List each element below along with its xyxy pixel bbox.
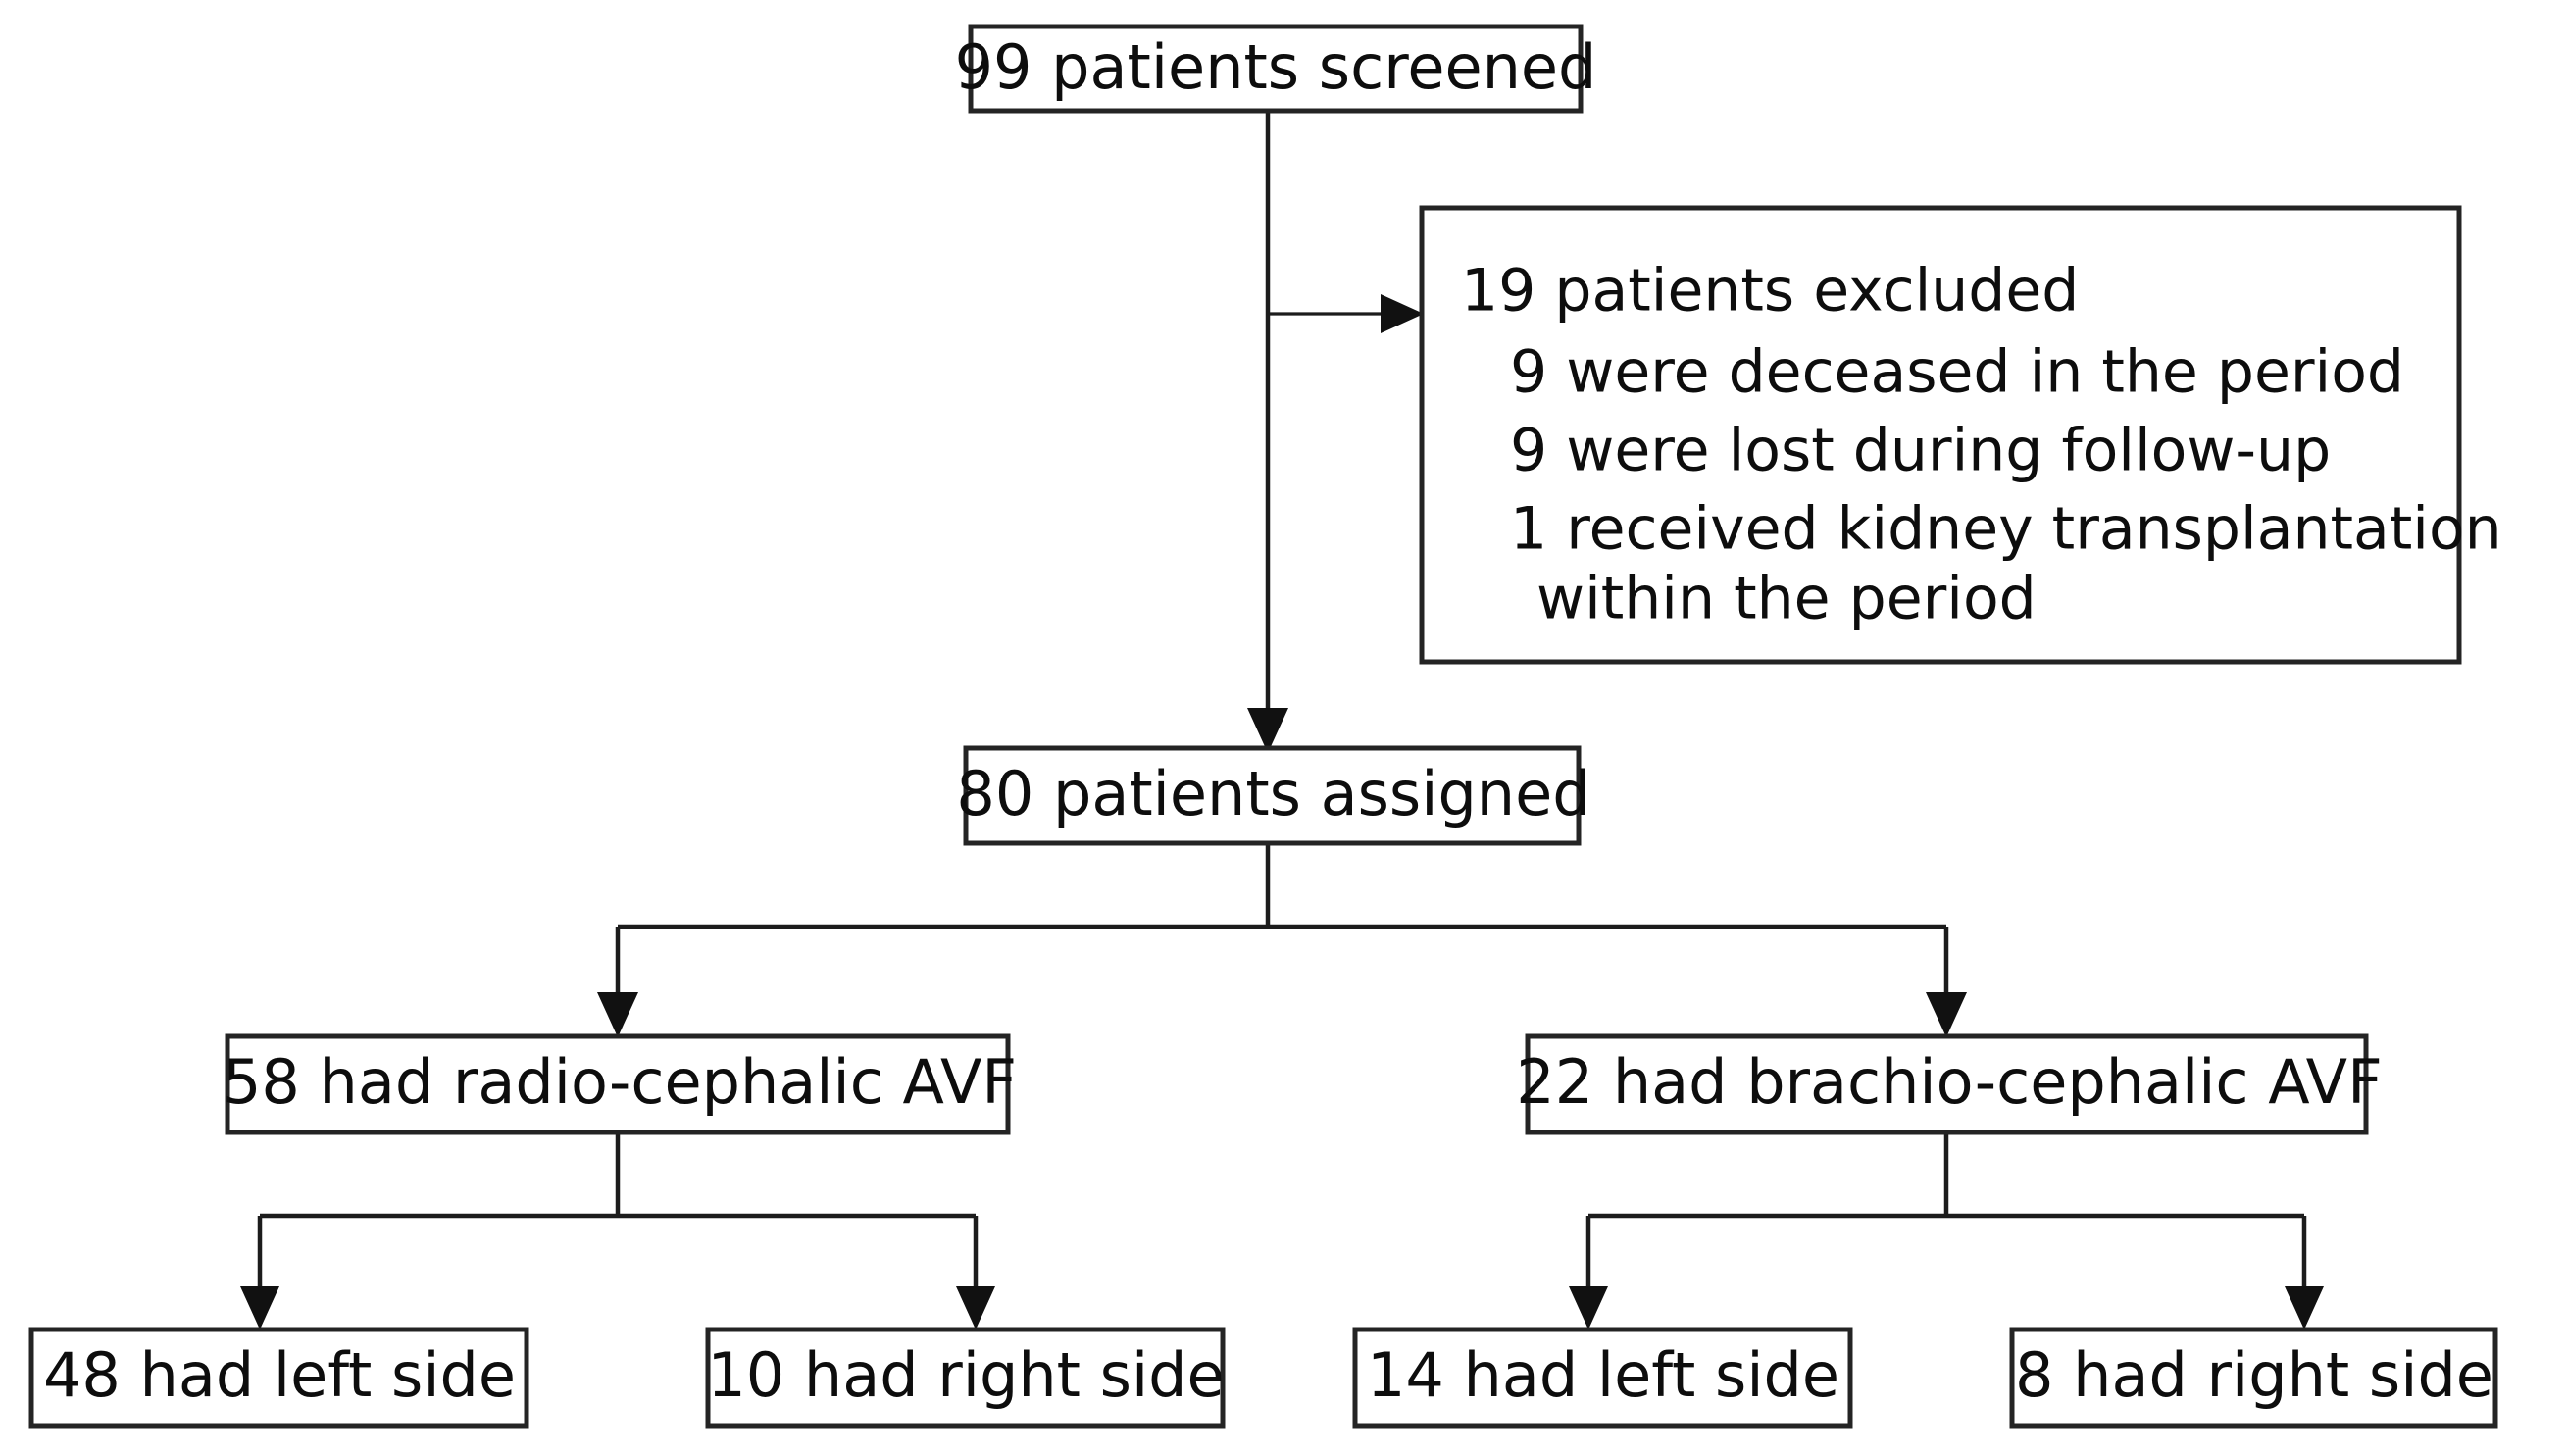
arrowhead-to-radio-cephalic bbox=[597, 992, 638, 1037]
node-brachio-cephalic[interactable]: 22 had brachio-cephalic AVF bbox=[1516, 1033, 2383, 1135]
node-radio-left-box bbox=[28, 1327, 529, 1429]
node-assigned-box bbox=[963, 745, 1582, 846]
node-excluded-reason-1: 9 were deceased in the period bbox=[1510, 338, 2404, 407]
node-excluded[interactable]: 19 patients excluded 9 were deceased in … bbox=[1419, 205, 2502, 665]
node-radio-right[interactable]: 10 had right side bbox=[705, 1327, 1226, 1429]
arrowhead-to-radio-right bbox=[956, 1286, 995, 1330]
arrowhead-to-brachio-left bbox=[1569, 1286, 1608, 1330]
node-screened-box bbox=[968, 24, 1584, 114]
arrowhead-to-radio-left bbox=[240, 1286, 279, 1330]
node-radio-right-label: 10 had right side bbox=[707, 1339, 1224, 1411]
arrowhead-to-assigned bbox=[1247, 708, 1288, 753]
node-excluded-box bbox=[1419, 205, 2462, 665]
node-brachio-cephalic-label: 22 had brachio-cephalic AVF bbox=[1516, 1046, 2383, 1118]
node-radio-left-label: 48 had left side bbox=[43, 1339, 516, 1411]
node-radio-left[interactable]: 48 had left side bbox=[28, 1327, 529, 1429]
arrowhead-to-excluded bbox=[1381, 294, 1424, 333]
node-assigned[interactable]: 80 patients assigned bbox=[956, 745, 1591, 846]
node-radio-cephalic-box bbox=[225, 1033, 1011, 1135]
node-brachio-left-label: 14 had left side bbox=[1367, 1339, 1839, 1411]
node-brachio-left[interactable]: 14 had left side bbox=[1352, 1327, 1853, 1429]
arrowhead-to-brachio-cephalic bbox=[1926, 992, 1967, 1037]
node-brachio-left-box bbox=[1352, 1327, 1853, 1429]
node-radio-cephalic-label: 58 had radio-cephalic AVF bbox=[223, 1046, 1017, 1118]
node-excluded-reason-3: 1 received kidney transplantation bbox=[1510, 495, 2502, 564]
node-brachio-cephalic-box bbox=[1525, 1033, 2369, 1135]
node-assigned-label: 80 patients assigned bbox=[956, 758, 1590, 829]
node-excluded-heading: 19 patients excluded bbox=[1461, 257, 2079, 326]
node-brachio-right-label: 8 had right side bbox=[2015, 1339, 2493, 1411]
arrowhead-to-brachio-right bbox=[2285, 1286, 2324, 1330]
node-brachio-right-box bbox=[2009, 1327, 2498, 1429]
node-excluded-reason-2: 9 were lost during follow-up bbox=[1510, 417, 2331, 485]
node-screened[interactable]: 99 patients screened bbox=[955, 24, 1597, 114]
node-excluded-reason-4: within the period bbox=[1536, 565, 2037, 633]
node-brachio-right[interactable]: 8 had right side bbox=[2009, 1327, 2498, 1429]
node-screened-label: 99 patients screened bbox=[955, 31, 1597, 103]
node-radio-right-box bbox=[705, 1327, 1226, 1429]
node-radio-cephalic[interactable]: 58 had radio-cephalic AVF bbox=[223, 1033, 1017, 1135]
